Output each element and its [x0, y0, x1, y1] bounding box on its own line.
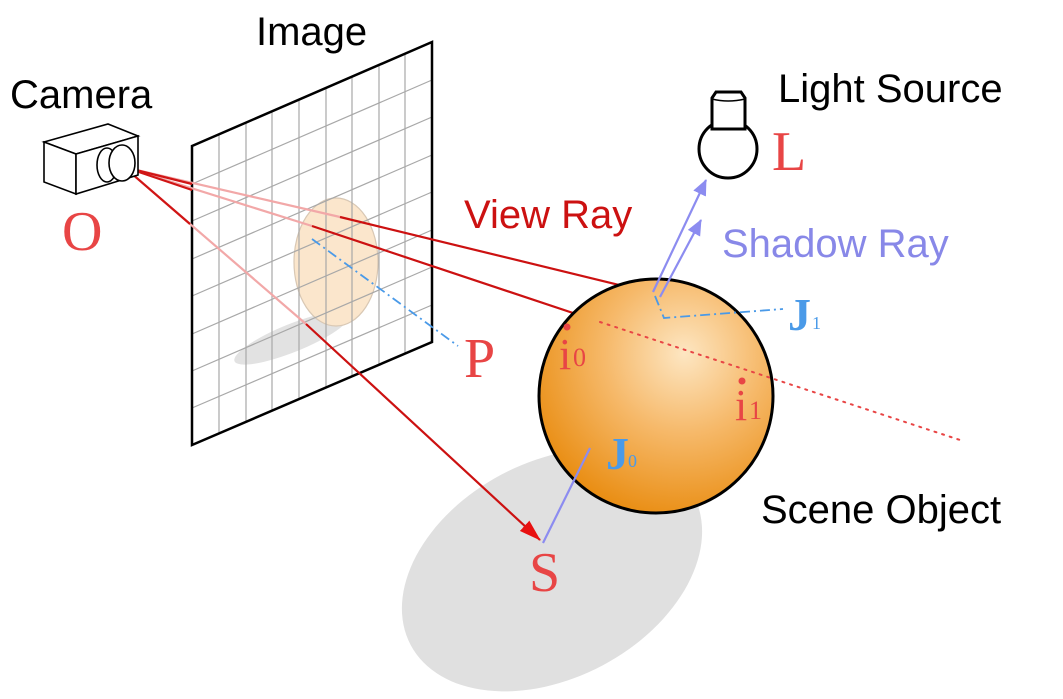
i1-point — [738, 377, 746, 385]
i1-main: i — [735, 381, 747, 430]
pixel-symbol: P — [464, 328, 495, 390]
i1-sub: 1 — [749, 396, 762, 425]
view-ray-label: View Ray — [464, 193, 632, 237]
image-plane — [190, 40, 434, 447]
camera-icon — [41, 123, 141, 196]
light-symbol: L — [772, 121, 806, 183]
light-bulb-icon — [697, 90, 759, 180]
projected-sphere — [293, 197, 379, 327]
shadow-ray-2 — [659, 219, 702, 298]
shadow-ray-1 — [652, 179, 707, 293]
j0-sub: 0 — [628, 451, 637, 471]
i0-symbol: i 0 — [559, 330, 586, 379]
shadow-ray-s — [542, 447, 591, 544]
scene-sphere — [537, 277, 775, 515]
projected-shadow — [234, 311, 350, 365]
origin-symbol: O — [62, 201, 102, 263]
i0-main: i — [559, 330, 571, 379]
image-frame — [190, 40, 434, 447]
through-ray — [599, 321, 961, 441]
i1-symbol: i 1 — [735, 381, 762, 430]
shadow-ray-label: Shadow Ray — [722, 222, 949, 266]
camera-label: Camera — [10, 73, 153, 117]
j0-main: J — [606, 428, 629, 479]
i0-point — [563, 323, 571, 331]
image-label: Image — [256, 10, 367, 54]
j1-normal — [654, 295, 784, 319]
light-source-label: Light Source — [778, 67, 1003, 111]
view-rays — [123, 165, 649, 541]
j1-symbol: J 1 — [788, 289, 821, 340]
j0-symbol: J 0 — [606, 428, 637, 479]
j1-main: J — [788, 289, 811, 340]
i0-sub: 0 — [573, 343, 586, 372]
scene-object-label: Scene Object — [761, 488, 1001, 532]
shadow-point-symbol: S — [529, 542, 560, 604]
j1-sub: 1 — [812, 313, 821, 333]
